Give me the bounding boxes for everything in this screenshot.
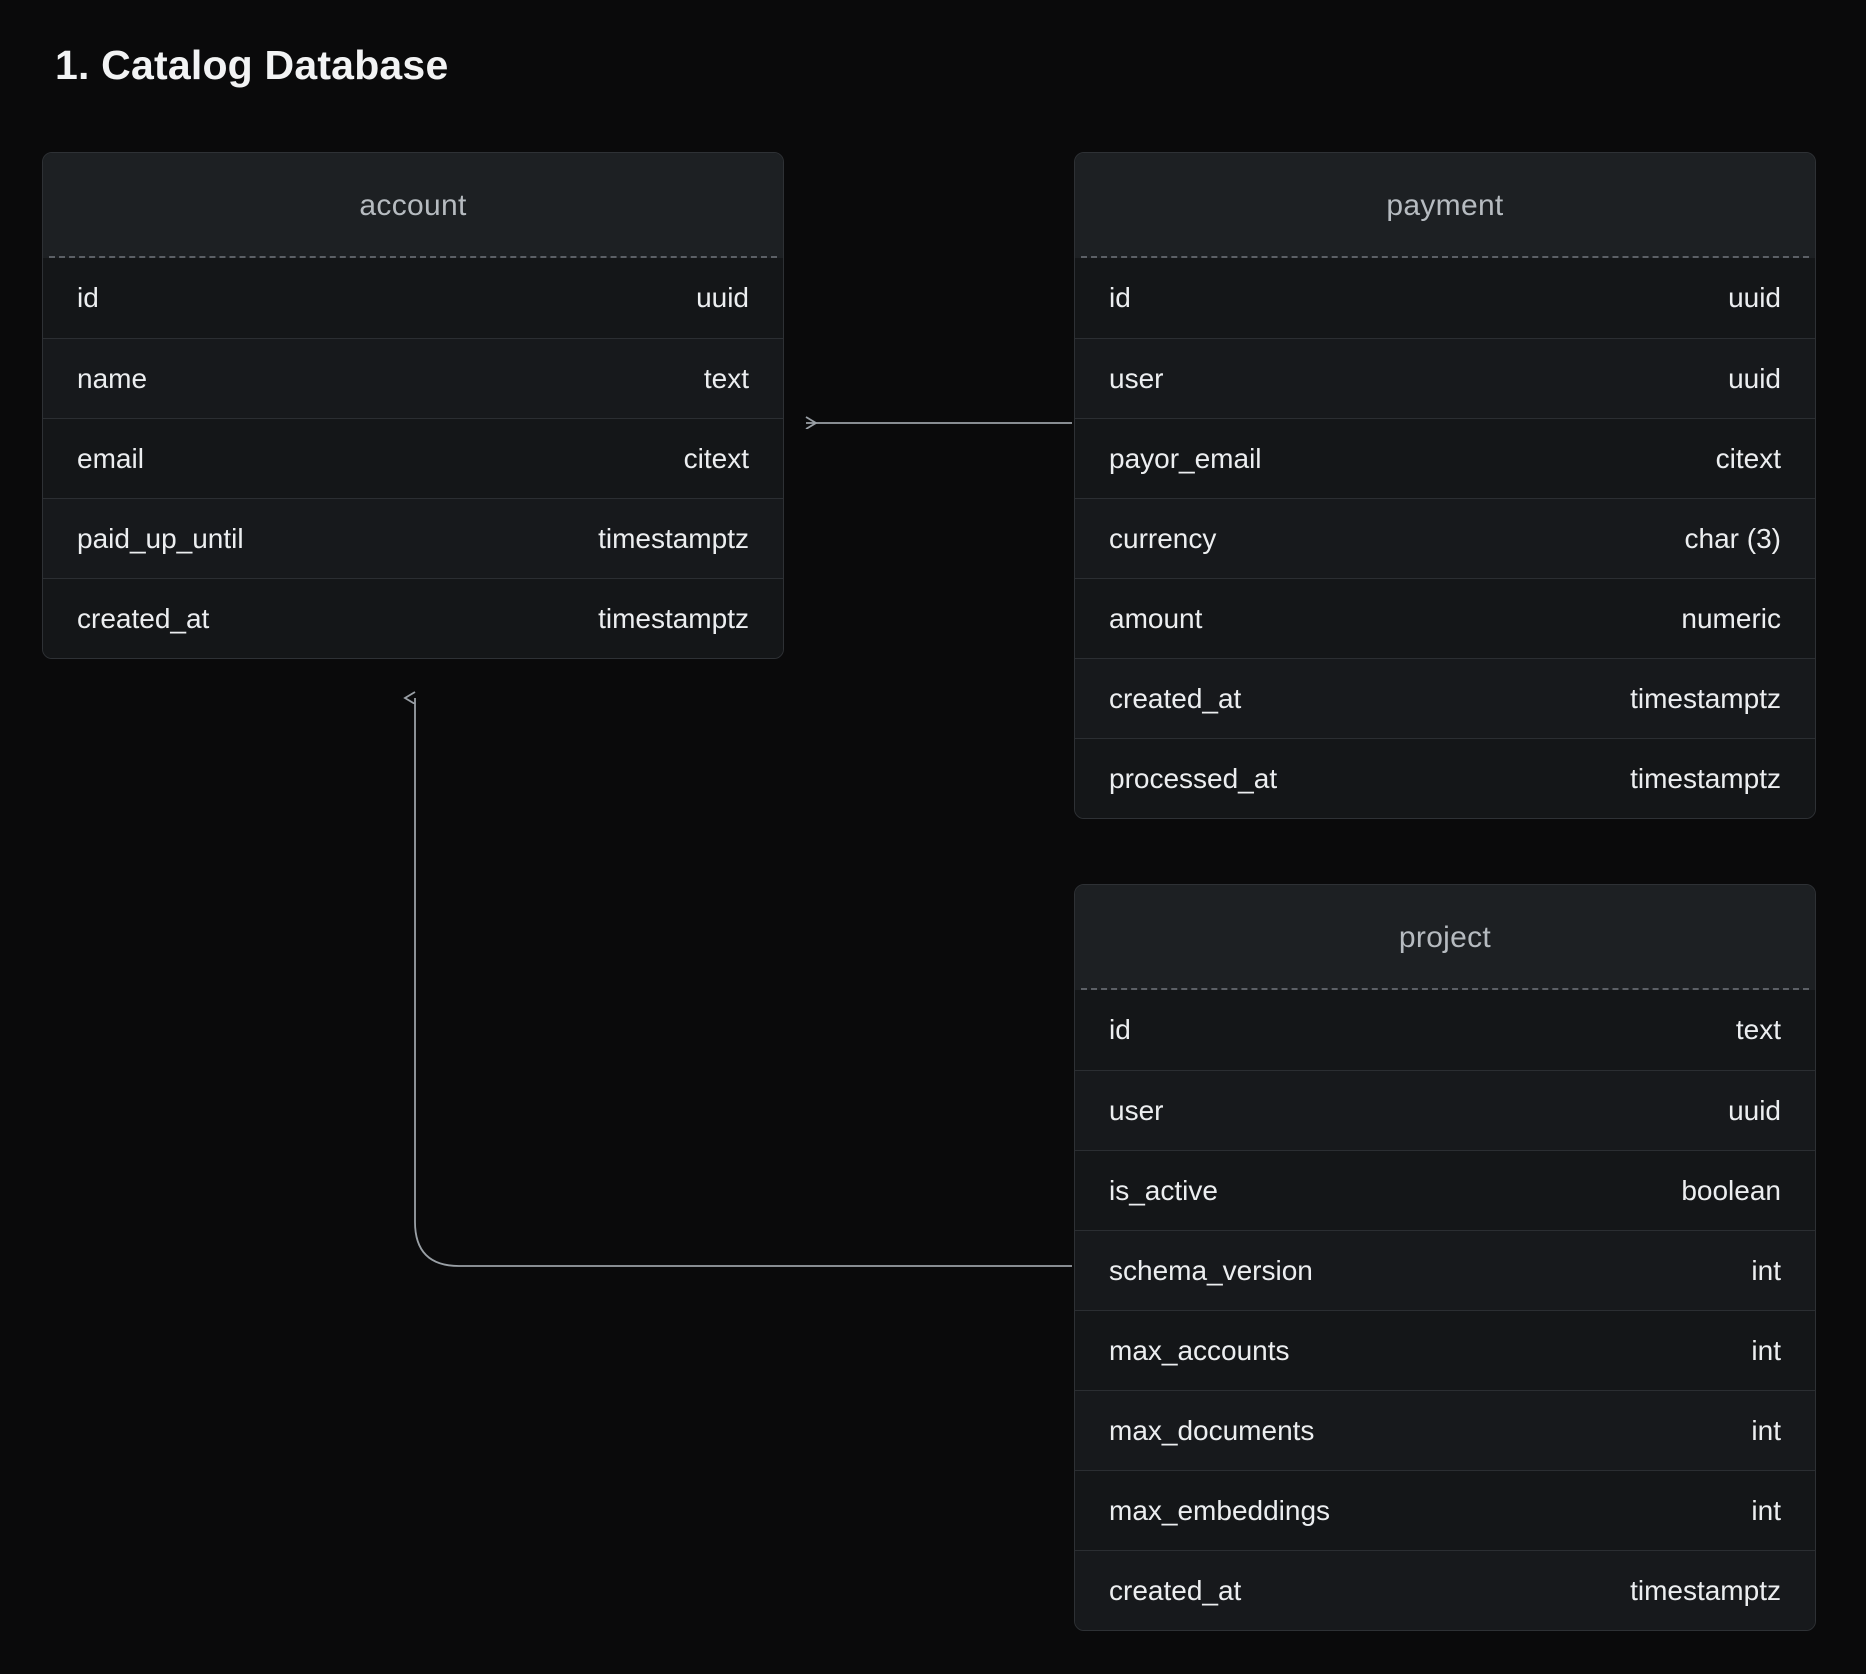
table-row[interactable]: schema_version int: [1075, 1230, 1815, 1310]
table-row[interactable]: currency char (3): [1075, 498, 1815, 578]
field-name: amount: [1109, 603, 1202, 635]
field-name: paid_up_until: [77, 523, 244, 555]
table-row[interactable]: paid_up_until timestamptz: [43, 498, 783, 578]
field-type: numeric: [1681, 603, 1781, 635]
field-name: currency: [1109, 523, 1216, 555]
field-type: int: [1751, 1335, 1781, 1367]
field-type: int: [1751, 1415, 1781, 1447]
field-name: id: [77, 282, 99, 314]
field-name: created_at: [1109, 683, 1241, 715]
field-type: citext: [684, 443, 749, 475]
field-name: schema_version: [1109, 1255, 1313, 1287]
field-type: timestamptz: [598, 603, 749, 635]
entity-title: account: [359, 189, 466, 223]
table-row[interactable]: is_active boolean: [1075, 1150, 1815, 1230]
table-row[interactable]: id text: [1075, 990, 1815, 1070]
entity-title: payment: [1386, 189, 1503, 223]
entity-field-list: id uuid user uuid payor_email citext cur…: [1075, 258, 1815, 818]
entity-title: project: [1399, 921, 1491, 955]
table-row[interactable]: id uuid: [43, 258, 783, 338]
field-type: boolean: [1681, 1175, 1781, 1207]
field-name: id: [1109, 1014, 1131, 1046]
table-row[interactable]: max_embeddings int: [1075, 1470, 1815, 1550]
entity-field-list: id uuid name text email citext paid_up_u…: [43, 258, 783, 658]
field-name: name: [77, 363, 147, 395]
field-type: timestamptz: [1630, 763, 1781, 795]
field-type: uuid: [696, 282, 749, 314]
entity-field-list: id text user uuid is_active boolean sche…: [1075, 990, 1815, 1630]
field-name: max_documents: [1109, 1415, 1314, 1447]
field-name: user: [1109, 363, 1163, 395]
field-type: text: [1736, 1014, 1781, 1046]
table-row[interactable]: user uuid: [1075, 1070, 1815, 1150]
table-row[interactable]: email citext: [43, 418, 783, 498]
field-name: email: [77, 443, 144, 475]
table-row[interactable]: processed_at timestamptz: [1075, 738, 1815, 818]
table-row[interactable]: max_documents int: [1075, 1390, 1815, 1470]
field-name: is_active: [1109, 1175, 1218, 1207]
table-row[interactable]: amount numeric: [1075, 578, 1815, 658]
field-type: int: [1751, 1495, 1781, 1527]
field-type: timestamptz: [1630, 683, 1781, 715]
table-row[interactable]: id uuid: [1075, 258, 1815, 338]
entity-header-account: account: [43, 153, 783, 258]
field-type: text: [704, 363, 749, 395]
entity-header-payment: payment: [1075, 153, 1815, 258]
page-title: 1. Catalog Database: [55, 42, 448, 89]
edge-project-to-account: [415, 698, 1072, 1266]
field-name: max_embeddings: [1109, 1495, 1330, 1527]
field-type: uuid: [1728, 363, 1781, 395]
table-row[interactable]: user uuid: [1075, 338, 1815, 418]
field-name: user: [1109, 1095, 1163, 1127]
field-type: timestamptz: [1630, 1575, 1781, 1607]
field-name: id: [1109, 282, 1131, 314]
field-name: processed_at: [1109, 763, 1277, 795]
entity-project[interactable]: project id text user uuid is_active bool…: [1074, 884, 1816, 1631]
field-type: timestamptz: [598, 523, 749, 555]
field-type: citext: [1716, 443, 1781, 475]
field-name: payor_email: [1109, 443, 1262, 475]
field-name: max_accounts: [1109, 1335, 1290, 1367]
entity-payment[interactable]: payment id uuid user uuid payor_email ci…: [1074, 152, 1816, 819]
entity-account[interactable]: account id uuid name text email citext p…: [42, 152, 784, 659]
entity-header-project: project: [1075, 885, 1815, 990]
table-row[interactable]: created_at timestamptz: [1075, 1550, 1815, 1630]
table-row[interactable]: payor_email citext: [1075, 418, 1815, 498]
field-name: created_at: [1109, 1575, 1241, 1607]
field-type: int: [1751, 1255, 1781, 1287]
field-type: char (3): [1685, 523, 1781, 555]
table-row[interactable]: max_accounts int: [1075, 1310, 1815, 1390]
table-row[interactable]: created_at timestamptz: [43, 578, 783, 658]
field-type: uuid: [1728, 1095, 1781, 1127]
field-type: uuid: [1728, 282, 1781, 314]
field-name: created_at: [77, 603, 209, 635]
table-row[interactable]: created_at timestamptz: [1075, 658, 1815, 738]
table-row[interactable]: name text: [43, 338, 783, 418]
